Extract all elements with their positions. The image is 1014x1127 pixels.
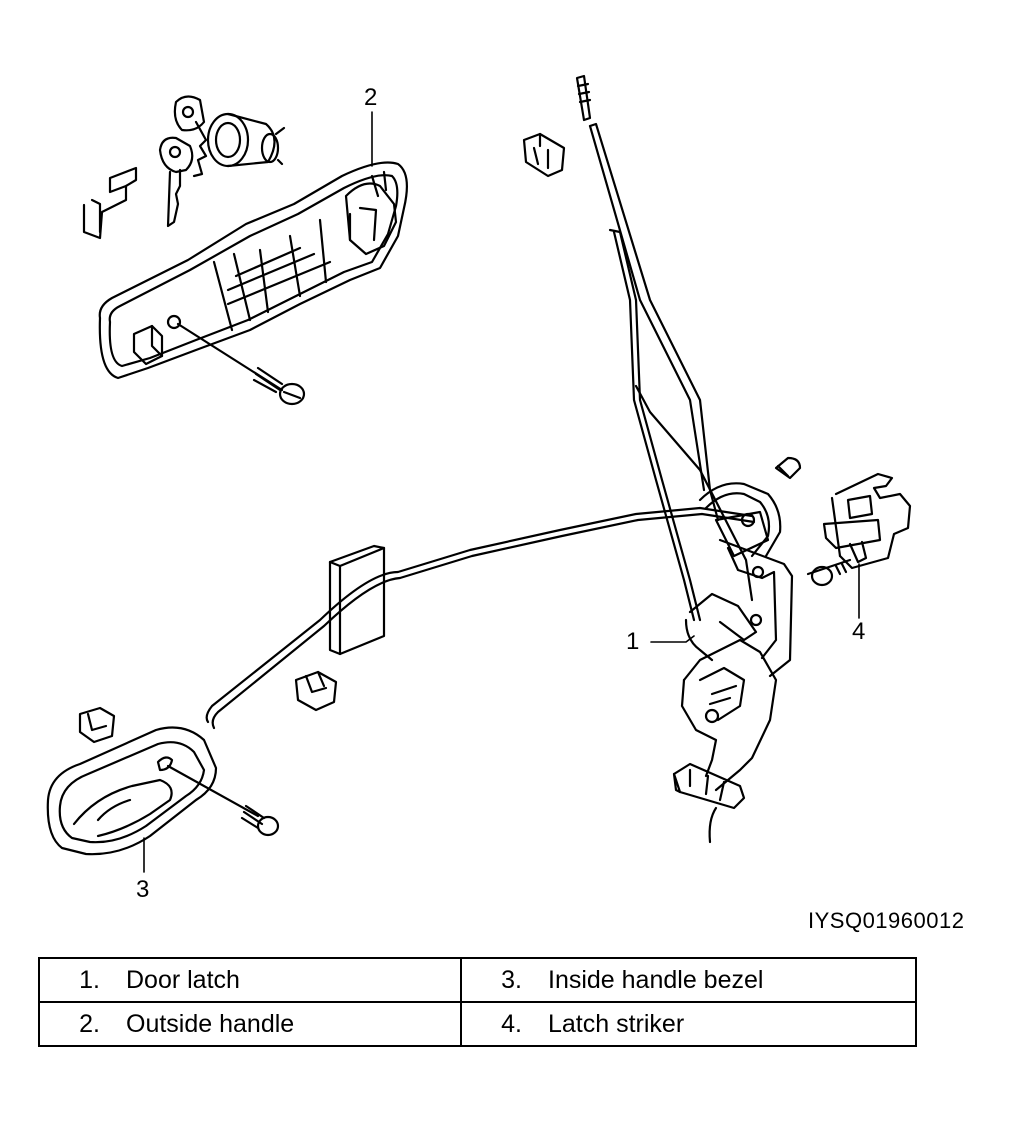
latch-striker bbox=[822, 472, 912, 570]
lock-cylinder bbox=[206, 112, 286, 168]
handle-rod-connector bbox=[132, 324, 164, 366]
legend-label: Latch striker bbox=[548, 1009, 685, 1038]
parts-legend: 1. Door latch 3. Inside handle bezel 2. Out… bbox=[38, 957, 917, 1047]
retainer-clip bbox=[82, 166, 138, 240]
callout-1: 1 bbox=[626, 628, 640, 655]
legend-cell: 1. Door latch bbox=[38, 957, 462, 1003]
foam-pad bbox=[328, 544, 386, 656]
legend-cell: 3. Inside handle bezel bbox=[460, 957, 917, 1003]
key-cylinder-group bbox=[82, 95, 286, 240]
screw-icon bbox=[806, 558, 852, 587]
leader-lines bbox=[143, 111, 860, 873]
screw-icon bbox=[166, 764, 280, 837]
door-latch bbox=[672, 482, 794, 844]
bezel-clip bbox=[78, 706, 116, 744]
inside-handle-cable bbox=[205, 506, 756, 730]
screw-icon bbox=[176, 322, 306, 406]
lock-rods bbox=[575, 74, 754, 622]
legend-cell: 4. Latch striker bbox=[460, 1001, 917, 1047]
legend-number: 2. bbox=[79, 1009, 100, 1038]
legend-number: 4. bbox=[501, 1009, 522, 1038]
legend-number: 1. bbox=[79, 965, 100, 994]
leader-line-1 bbox=[650, 635, 695, 643]
figure-id: IYSQ01960012 bbox=[808, 908, 965, 933]
legend-cell: 2. Outside handle bbox=[38, 1001, 462, 1047]
callout-4: 4 bbox=[852, 618, 866, 645]
legend-label: Inside handle bezel bbox=[548, 965, 764, 994]
rod-clip bbox=[522, 132, 566, 178]
legend-label: Outside handle bbox=[126, 1009, 295, 1038]
legend-number: 3. bbox=[501, 965, 522, 994]
callout-3: 3 bbox=[136, 876, 150, 903]
key-icon bbox=[173, 95, 208, 178]
screw-icon bbox=[774, 456, 802, 480]
inside-handle-bezel bbox=[46, 726, 218, 856]
key-icon bbox=[158, 136, 194, 228]
cable-clip bbox=[294, 670, 338, 712]
legend-row: 1. Door latch 3. Inside handle bezel bbox=[38, 957, 917, 1003]
outside-handle bbox=[98, 161, 409, 380]
callout-2: 2 bbox=[364, 84, 378, 111]
legend-label: Door latch bbox=[126, 965, 240, 994]
legend-row: 2. Outside handle 4. Latch striker bbox=[38, 1001, 917, 1047]
